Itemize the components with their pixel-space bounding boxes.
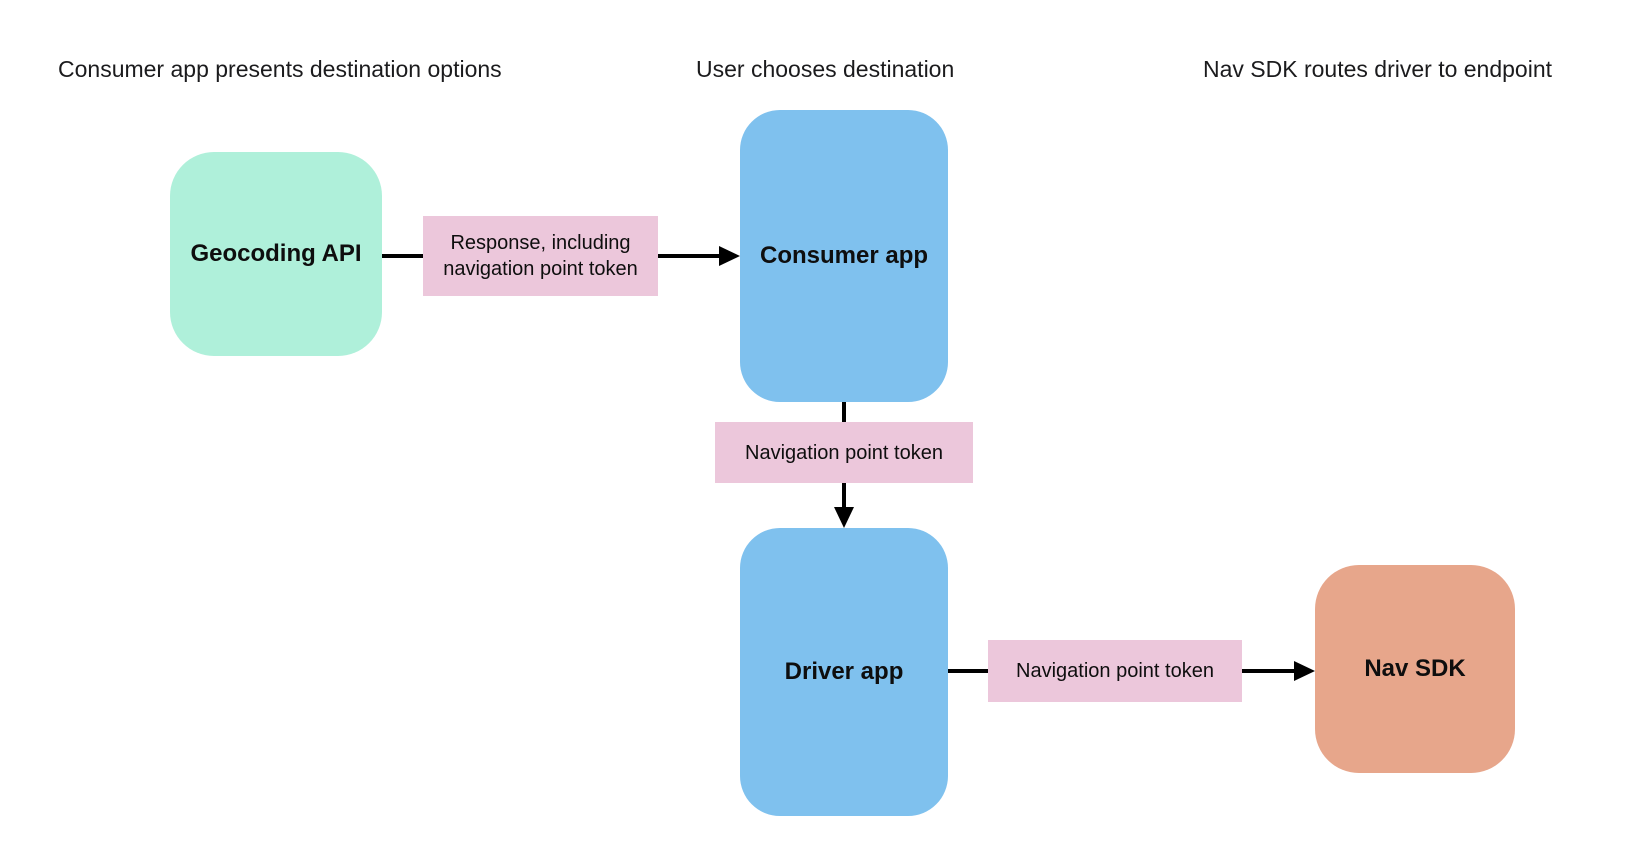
edge-driver-to-navsdk-line-end [1242, 669, 1296, 673]
edge-geocoding-to-consumer-line-start [382, 254, 423, 258]
node-consumer-app-label: Consumer app [759, 242, 929, 269]
edge-label-response-including-token: Response, including navigation point tok… [423, 216, 658, 296]
phase-heading-user-chooses: User chooses destination [696, 56, 955, 82]
edge-consumer-to-driver-line-start [842, 402, 846, 423]
edge-label-navigation-point-token-2: Navigation point token [988, 640, 1242, 702]
edge-geocoding-to-consumer-line-end [658, 254, 721, 258]
phase-heading-consumer-presents: Consumer app presents destination option… [58, 56, 502, 82]
edge-driver-to-navsdk-line-start [948, 669, 988, 673]
node-driver-app-label: Driver app [784, 658, 904, 685]
arrow-right-icon [1294, 661, 1315, 681]
phase-heading-nav-sdk-routes: Nav SDK routes driver to endpoint [1203, 56, 1553, 82]
node-geocoding-api-label: Geocoding API [190, 240, 362, 267]
edge-consumer-to-driver-line-end [842, 483, 846, 509]
node-nav-sdk: Nav SDK [1315, 565, 1515, 773]
node-driver-app: Driver app [740, 528, 948, 816]
edge-label-navigation-point-token-1: Navigation point token [715, 422, 973, 483]
node-nav-sdk-label: Nav SDK [1364, 655, 1466, 682]
arrow-down-icon [834, 507, 854, 528]
arrow-right-icon [719, 246, 740, 266]
node-consumer-app: Consumer app [740, 110, 948, 402]
node-geocoding-api: Geocoding API [170, 152, 382, 356]
